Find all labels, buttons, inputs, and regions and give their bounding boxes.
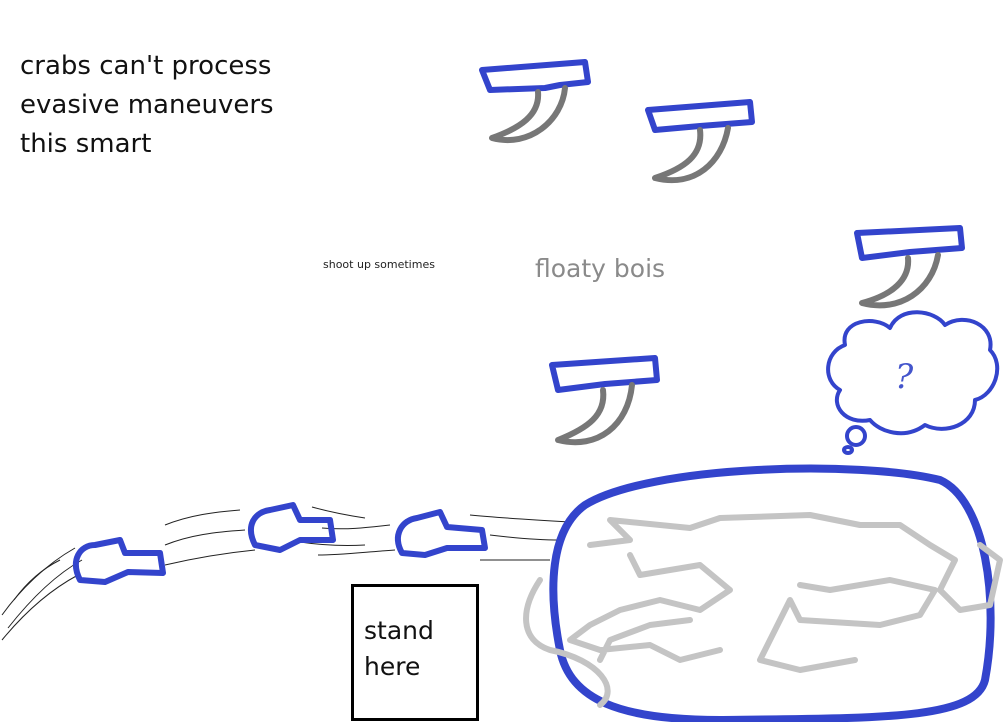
floaty-enemy-2 <box>645 99 755 184</box>
caption-text: crabs can't process evasive maneuvers th… <box>20 51 274 159</box>
shoot-up-label: shoot up sometimes <box>323 258 435 271</box>
thought-cloud <box>826 310 1000 455</box>
fish-2 <box>248 502 336 553</box>
stand-here-label: stand here <box>364 616 434 681</box>
floaty-enemy-3 <box>854 225 965 309</box>
fish-1 <box>73 537 166 585</box>
floaty-enemy-1 <box>479 59 591 143</box>
thought-question-mark: ? <box>895 357 914 397</box>
floaty-bois-label: floaty bois <box>535 254 666 283</box>
stand-here-box: stand here <box>351 584 479 721</box>
fish-3 <box>395 509 488 558</box>
speed-lines <box>1 506 571 641</box>
crab-enemy <box>523 464 1003 722</box>
floaty-enemy-4 <box>549 355 660 446</box>
